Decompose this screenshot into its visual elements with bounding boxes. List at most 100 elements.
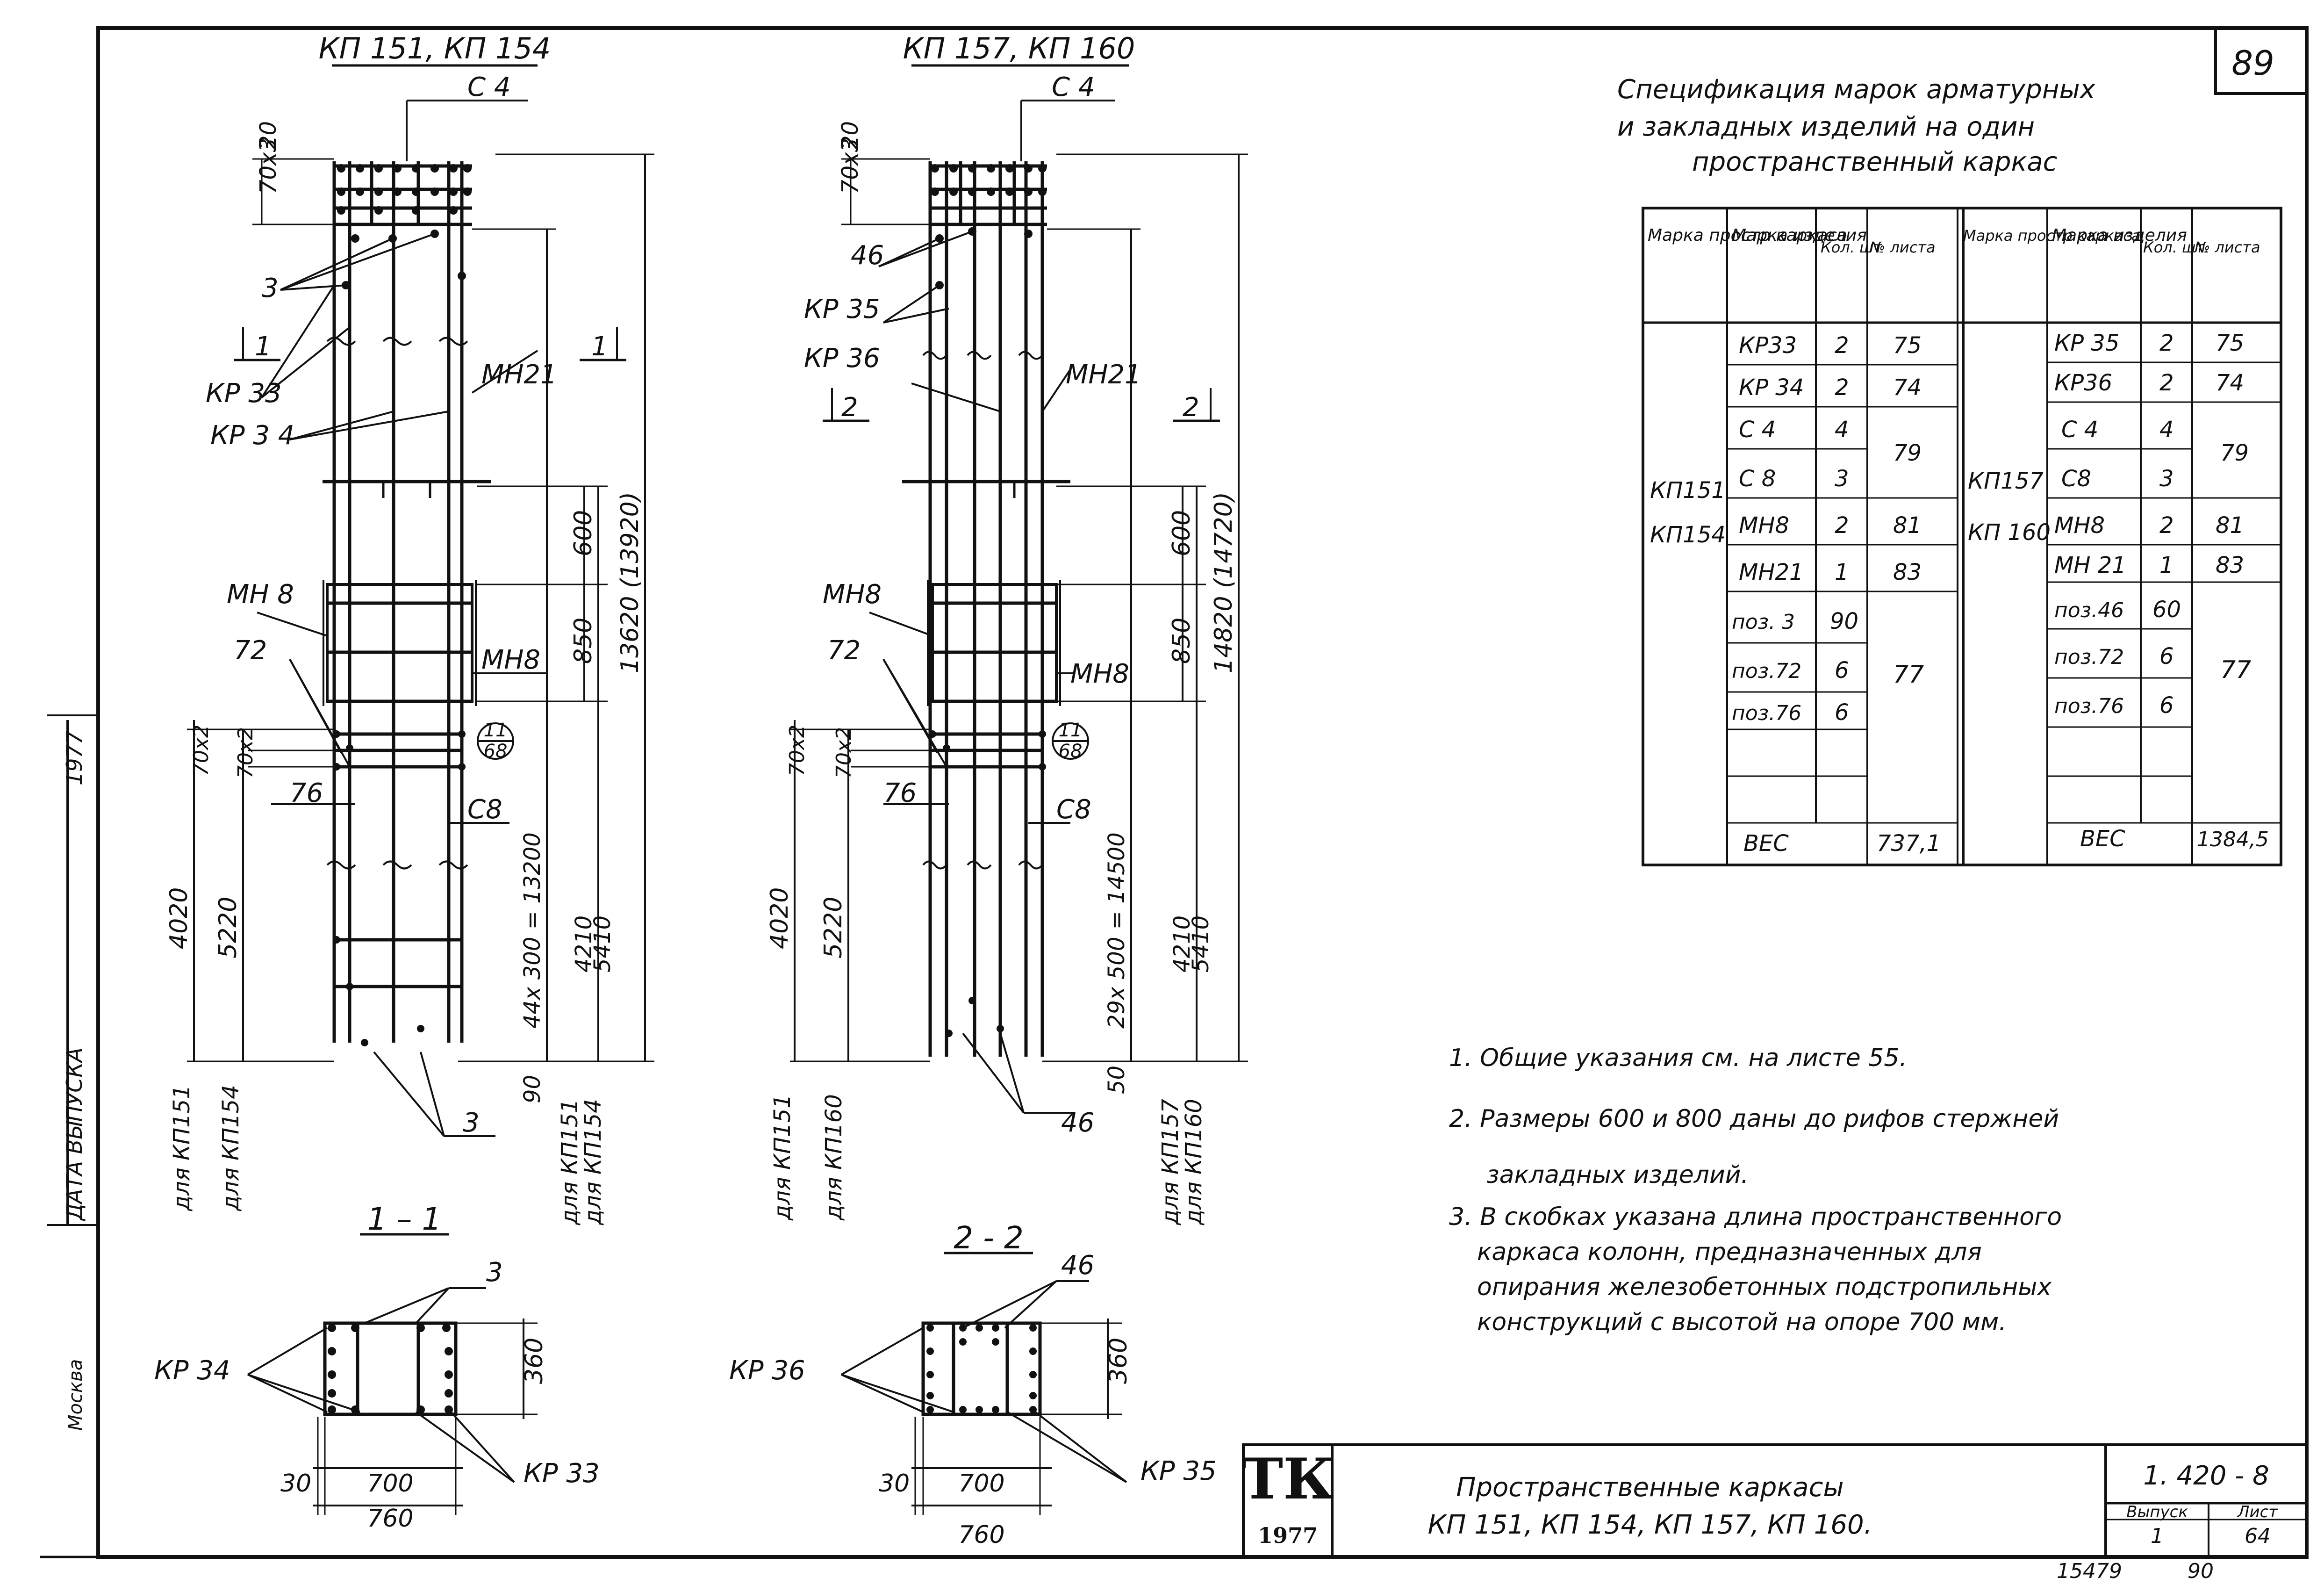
spec-right-item: поз.46 (2054, 598, 2124, 622)
spec-right-qty: 1 (2159, 552, 2174, 578)
left-dim-90: 90 (519, 1075, 545, 1103)
section-1-1 (247, 1233, 538, 1515)
spec-weight-label-left: ВЕС (1743, 830, 1789, 857)
left-label-bottom-3: 3 (463, 1108, 480, 1138)
spec-left-qty: 2 (1835, 375, 1849, 401)
right-dim-4210: 4210 (1169, 915, 1195, 973)
section-left-title: 1 – 1 (367, 1201, 442, 1237)
spec-right-item: С 4 (2061, 417, 2098, 443)
right-label-mn8-left: МН8 (823, 579, 882, 610)
note-3-line3: опирания железобетонных подстропильных (1477, 1273, 2052, 1301)
spec-title-line2: и закладных изделий на один (1617, 112, 2035, 142)
side-label-city: Москва (65, 1359, 86, 1431)
right-label-mn21: МН21 (1066, 360, 1141, 390)
left-note-kp154-right: для КП154 (580, 1099, 606, 1225)
left-label-70x2-a: 70х2 (189, 725, 213, 776)
right-note-kp157-right: для КП157 (1157, 1099, 1184, 1225)
page-number-box (2214, 27, 2308, 95)
left-view-title: КП 151, КП 154 (319, 31, 551, 65)
spec-right-qty: 6 (2159, 692, 2174, 719)
spec-left-qty: 90 (1830, 608, 1858, 634)
right-note-kp160-right: для КП160 (1181, 1099, 1207, 1225)
title-block-mark: ТК 1977 (1241, 1446, 1334, 1548)
spec-table-text: Марка простр каркаса Марка изделия Кол. … (1648, 226, 2269, 857)
section-left-dim-700: 700 (367, 1470, 413, 1498)
spec-right-item: С8 (2061, 466, 2091, 492)
section-right-dim-360: 360 (1105, 1338, 1133, 1384)
spec-left-qty: 1 (1835, 559, 1849, 585)
right-view-title: КП 157, КП 160 (903, 31, 1135, 65)
left-label-3: 3 (262, 273, 279, 303)
section-right-label-kr35: КР 35 (1140, 1456, 1217, 1486)
spec-header-right-3: № листа (2194, 238, 2260, 256)
left-label-70x2-b: 70х2 (234, 727, 258, 778)
spec-right-item: КР36 (2054, 370, 2112, 396)
title-sheet-label: Лист (2237, 1503, 2278, 1521)
note-3-line4: конструкций с высотой на опоре 700 мм. (1477, 1308, 2007, 1336)
spec-left-qty: 3 (1835, 466, 1849, 492)
spec-table-grid (1642, 207, 2282, 866)
right-label-kr35: КР 35 (804, 294, 880, 324)
spec-right-mark-1: КП157 (1968, 468, 2044, 494)
left-label-mn8-right: МН8 (481, 645, 540, 675)
right-dim-5410: 5410 (1188, 915, 1214, 973)
left-circle-top: 11 (484, 720, 508, 741)
spec-right-sheet: 74 (2216, 370, 2244, 396)
left-label-72: 72 (234, 635, 267, 666)
left-label-kr34: КР 3 4 (210, 420, 294, 451)
left-dim-850: 850 (569, 618, 597, 664)
section-2-2 (841, 1252, 1127, 1515)
spec-left-qty: 2 (1835, 332, 1849, 359)
left-circle-bottom: 68 (484, 741, 508, 762)
right-note-kp160: для КП160 (821, 1094, 847, 1221)
spec-weight-value-right: 1384,5 (2197, 828, 2269, 851)
right-dim-70x3: 70х3 (837, 138, 863, 194)
section-right-label-46: 46 (1061, 1250, 1094, 1281)
right-dim-5220: 5220 (819, 897, 847, 958)
title-sheet-value: 64 (2245, 1524, 2271, 1548)
spec-right-merged-79: 79 (2220, 440, 2249, 466)
spec-left-sheet: 74 (1893, 375, 1922, 401)
side-label-date: ДАТА ВЫПУСКА (62, 1047, 87, 1221)
spec-right-sheet: 81 (2216, 512, 2244, 539)
spec-header-right-1: Марка изделия (2052, 226, 2187, 245)
left-note-kp151: для КП151 (169, 1085, 195, 1211)
right-dim-total: 14820 (14720) (1210, 492, 1238, 673)
right-circle-top: 11 (1059, 720, 1083, 741)
left-dim-4210: 4210 (571, 915, 597, 973)
spec-weight-label-right: ВЕС (2080, 826, 2125, 852)
note-2-line1: 2. Размеры 600 и 800 даны до рифов стерж… (1449, 1105, 2059, 1133)
section-right-dim-700: 700 (958, 1470, 1004, 1498)
text-layer: 89 КП 151, КП 154 КП 157, КП 160 С 4 70х… (62, 31, 2278, 1583)
spec-right-qty: 2 (2159, 512, 2174, 539)
right-label-mn8-right: МН8 (1070, 659, 1129, 689)
spec-header-left-3: № листа (1869, 238, 1936, 256)
right-dim-29x500: 29х 500 = 14500 (1104, 832, 1130, 1029)
spec-right-qty: 6 (2159, 643, 2174, 670)
section-left-label-kr34: КР 34 (154, 1355, 230, 1386)
section-right-dim-30: 30 (879, 1470, 910, 1498)
spec-header-left-2: Кол. шт (1821, 238, 1882, 256)
tk-mark: ТК (1241, 1446, 1334, 1512)
section-2-2-dots (926, 1324, 1037, 1413)
right-label-76: 76 (883, 778, 917, 808)
note-3-line1: 3. В скобках указана длина пространствен… (1449, 1203, 2062, 1231)
left-dim-4020: 4020 (165, 887, 193, 949)
right-section-mark-right: 2 (1183, 392, 1199, 423)
left-section-mark-left: 1 (255, 331, 272, 362)
spec-right-item: поз.76 (2054, 694, 2124, 718)
left-label-76: 76 (290, 778, 323, 808)
left-dim-5220: 5220 (214, 897, 242, 958)
section-left-label-kr33: КР 33 (524, 1458, 600, 1489)
spec-left-merged-77: 77 (1893, 661, 1924, 689)
spec-right-qty: 2 (2159, 330, 2174, 356)
right-section-mark-left: 2 (841, 392, 858, 423)
left-label-mn21: МН21 (481, 360, 557, 390)
right-dim-600: 600 (1168, 510, 1196, 556)
spec-left-sheet: 75 (1893, 332, 1922, 359)
right-label-72: 72 (827, 635, 861, 666)
spec-left-item: КР 34 (1739, 375, 1804, 401)
spec-left-item: С 4 (1739, 417, 1776, 443)
section-right-title: 2 - 2 (954, 1220, 1024, 1256)
